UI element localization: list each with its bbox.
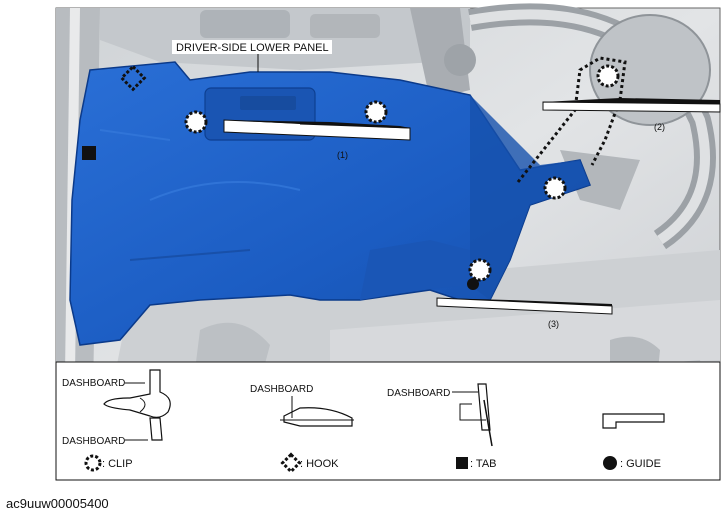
arrow-1-label: (1) — [337, 150, 348, 160]
legend-clip-label: : CLIP — [102, 458, 133, 470]
legend-key-hook: : HOOK — [280, 452, 339, 474]
legend-box: DASHBOARD DASHBOARD DASHBOARD DASHBOARD — [55, 361, 721, 481]
legend-key-clip: : CLIP — [84, 454, 133, 472]
legend-clip-detail: DASHBOARD DASHBOARD — [62, 369, 171, 447]
legend-hook-label: : HOOK — [300, 458, 339, 470]
clip-marker — [543, 176, 567, 200]
legend-guide-detail — [602, 413, 665, 429]
guide-icon — [603, 456, 617, 470]
clip-marker — [184, 110, 208, 134]
arrow-3-label: (3) — [548, 319, 559, 329]
arrow-2: (2) — [542, 98, 721, 132]
tab-marker — [82, 146, 96, 160]
arrow-2-label: (2) — [654, 122, 665, 132]
legend-key-tab: : TAB — [456, 457, 497, 470]
legend-guide-label: : GUIDE — [620, 458, 661, 470]
panel-callout: DRIVER-SIDE LOWER PANEL — [172, 40, 332, 72]
clip-marker — [364, 100, 388, 124]
legend-clip-dashboard-top: DASHBOARD — [62, 378, 125, 389]
hook-icon — [280, 452, 302, 474]
legend-tab-detail: DASHBOARD — [387, 383, 493, 447]
tab-icon — [456, 457, 468, 469]
clip-icon — [84, 454, 102, 472]
figure-id: ac9uuw00005400 — [6, 496, 109, 511]
legend-tab-label: : TAB — [470, 458, 497, 470]
legend-hook-detail: DASHBOARD — [250, 384, 354, 427]
legend-clip-dashboard-bottom: DASHBOARD — [62, 436, 125, 447]
clip-marker — [596, 64, 620, 88]
panel-callout-label: DRIVER-SIDE LOWER PANEL — [176, 42, 329, 54]
arrow-3: (3) — [436, 297, 613, 329]
clip-marker — [468, 258, 492, 282]
arrow-1: (1) — [223, 119, 411, 160]
legend-hook-dashboard: DASHBOARD — [250, 384, 313, 395]
guide-marker — [467, 278, 479, 290]
clip-markers — [184, 64, 620, 282]
legend-tab-dashboard: DASHBOARD — [387, 388, 450, 399]
legend-key-guide: : GUIDE — [603, 456, 661, 470]
